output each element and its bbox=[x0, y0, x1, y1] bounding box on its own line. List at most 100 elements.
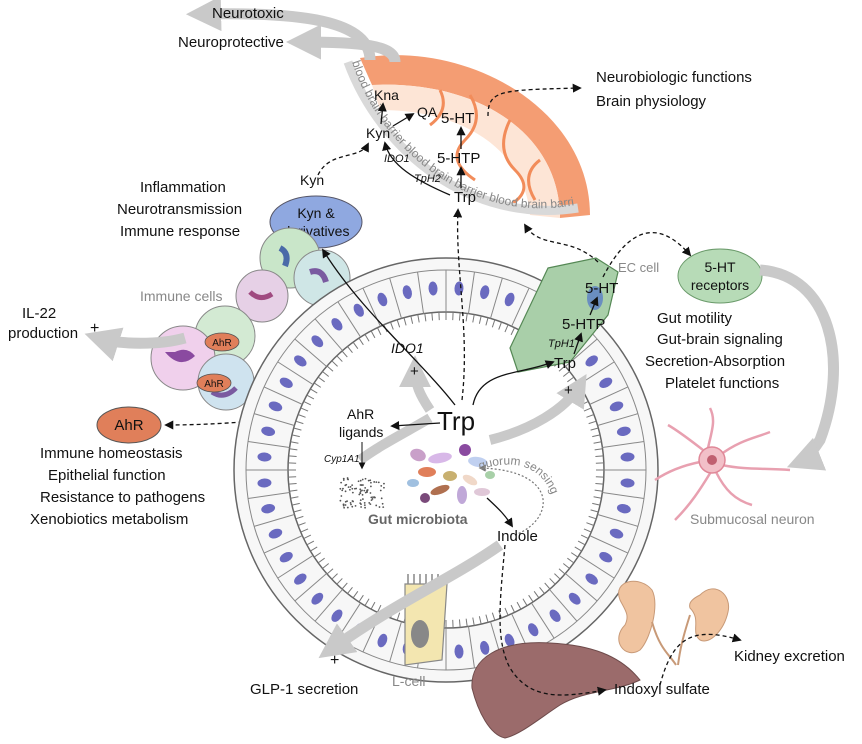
arrow-trp-ahr-ligands bbox=[390, 421, 441, 431]
ligand-dot bbox=[383, 486, 385, 489]
cell-nucleus bbox=[294, 573, 307, 585]
ligand-dot bbox=[359, 479, 362, 482]
ahr-cell-2-label: AhR bbox=[204, 379, 223, 390]
arrow-trp-kyn-brain bbox=[382, 141, 451, 196]
degraded-ligands-dots bbox=[339, 477, 385, 509]
microvillus bbox=[594, 448, 603, 451]
brain-outer-arc bbox=[360, 55, 590, 219]
qa-label: QA bbox=[417, 104, 438, 120]
cell-boundary bbox=[337, 301, 361, 338]
dashed-trp-brain bbox=[453, 208, 466, 401]
microvillus bbox=[310, 388, 318, 394]
plus-ec: + bbox=[564, 382, 573, 399]
microvillus bbox=[326, 365, 334, 372]
microvillus bbox=[558, 365, 566, 372]
arrow-ec-trp-5htp bbox=[573, 332, 583, 355]
microvillus bbox=[300, 407, 309, 412]
ligand-dot bbox=[370, 499, 373, 502]
microvillus bbox=[341, 350, 348, 358]
arrow-kyn-qa bbox=[392, 113, 415, 127]
microvillus bbox=[347, 586, 353, 594]
ahr-ligands-line2: ligands bbox=[339, 424, 383, 440]
ligand-dot bbox=[383, 482, 385, 485]
microvillus bbox=[396, 612, 401, 621]
ahr-label: AhR bbox=[114, 417, 143, 434]
cell-boundary bbox=[589, 535, 629, 554]
ligand-dot bbox=[359, 488, 362, 491]
neurobiologic-label: Neurobiologic functions bbox=[596, 69, 752, 86]
inflammation-label: Inflammation bbox=[140, 179, 226, 196]
ligand-dot bbox=[348, 488, 351, 491]
ligand-dot bbox=[361, 489, 363, 492]
arrow-ec-5htp-5ht bbox=[589, 296, 599, 316]
ligand-dot bbox=[377, 481, 380, 484]
ligand-dot bbox=[357, 480, 360, 483]
microvillus bbox=[288, 482, 297, 485]
ligand-dot bbox=[380, 497, 383, 500]
cell-nucleus bbox=[504, 633, 515, 648]
microvillus bbox=[472, 314, 475, 323]
microvillus bbox=[306, 394, 315, 400]
microvillus bbox=[352, 591, 359, 599]
ligand-dot bbox=[342, 504, 345, 507]
ligand-dot bbox=[339, 499, 342, 502]
kyn-brain-label: Kyn bbox=[366, 125, 390, 141]
microvillus bbox=[295, 515, 304, 520]
cell-boundary bbox=[277, 555, 314, 579]
microvillus bbox=[317, 557, 325, 564]
microvillus bbox=[528, 594, 534, 603]
cell-boundary bbox=[467, 626, 475, 669]
microvillus bbox=[580, 534, 589, 540]
microvillus bbox=[491, 319, 496, 328]
gray-arrow-ahr-ligands bbox=[357, 413, 433, 465]
ligand-dot bbox=[361, 478, 364, 481]
cell-nucleus bbox=[377, 633, 388, 648]
microvillus bbox=[322, 563, 330, 569]
ligand-dot bbox=[344, 504, 347, 506]
ligand-dot bbox=[375, 481, 378, 483]
cell-nucleus bbox=[585, 355, 598, 367]
microvillus bbox=[592, 502, 601, 506]
microvillus bbox=[390, 321, 394, 330]
microvillus bbox=[403, 317, 407, 326]
cell-boundary bbox=[490, 277, 503, 319]
microvillus bbox=[289, 448, 298, 451]
cell-nucleus bbox=[620, 478, 635, 488]
ido1-gut-label: IDO1 bbox=[391, 340, 424, 356]
cell-boundary bbox=[314, 589, 343, 622]
ligand-dot bbox=[346, 477, 349, 479]
microvillus bbox=[586, 522, 595, 526]
brain-gray-rim bbox=[343, 60, 579, 215]
cell-nucleus bbox=[311, 335, 324, 348]
microvillus bbox=[554, 573, 561, 580]
l-cell-label: L-cell bbox=[392, 673, 425, 689]
microvillus bbox=[577, 540, 586, 546]
immune-cells-label: Immune cells bbox=[140, 288, 222, 304]
ligand-dot bbox=[364, 506, 366, 509]
ligand-dot bbox=[373, 496, 376, 499]
ligand-dot bbox=[363, 489, 366, 492]
microvillus bbox=[290, 441, 299, 444]
ligand-dot bbox=[360, 484, 363, 486]
microvillus bbox=[303, 400, 312, 406]
cell-nucleus bbox=[504, 292, 515, 307]
ahr-oval-cell-1 bbox=[204, 332, 240, 352]
cell-nucleus bbox=[294, 355, 307, 367]
ligand-dot bbox=[369, 492, 372, 494]
cell-boundary bbox=[597, 413, 639, 426]
l-cell-microvilli bbox=[407, 574, 445, 584]
ligand-dot bbox=[368, 501, 371, 504]
ligand-dot bbox=[369, 503, 372, 505]
cell-nucleus bbox=[599, 552, 613, 563]
ligand-dot bbox=[364, 487, 367, 489]
microvillus bbox=[303, 534, 312, 540]
ligand-dot bbox=[360, 503, 362, 506]
microvillus bbox=[364, 598, 370, 606]
microvillus bbox=[590, 509, 599, 513]
resistance-label: Resistance to pathogens bbox=[40, 489, 205, 506]
cell-boundary bbox=[247, 441, 290, 449]
ligand-dot bbox=[344, 490, 347, 493]
microvillus bbox=[295, 420, 304, 425]
ligand-dot bbox=[351, 487, 354, 490]
neurotransmission-label: Neurotransmission bbox=[117, 201, 242, 218]
